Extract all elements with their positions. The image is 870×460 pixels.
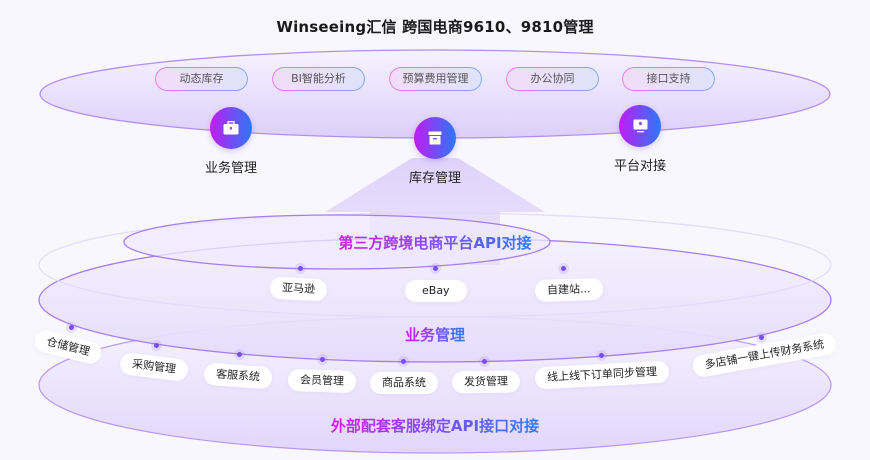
- connector-dot: [154, 343, 159, 348]
- connector-dot: [237, 352, 242, 357]
- archive-box-icon: [428, 131, 442, 145]
- platform-tag-ebay[interactable]: eBay: [405, 280, 467, 302]
- connector-dot: [433, 266, 438, 271]
- module-business-button[interactable]: [210, 107, 252, 149]
- connector-dot: [298, 266, 303, 271]
- module-business-label: 业务管理: [204, 161, 257, 176]
- connector-dot: [320, 357, 325, 362]
- platform-tag-self-built[interactable]: 自建站...: [534, 277, 603, 303]
- feature-pill-label: 动态库存: [179, 72, 224, 85]
- feature-pill-label: 接口支持: [646, 72, 691, 85]
- business-item-customer-service[interactable]: 客服系统: [203, 362, 273, 390]
- connector-dot: [69, 325, 74, 330]
- connector-dot: [759, 335, 764, 340]
- business-layer-title-text: 业务管理: [404, 326, 465, 344]
- feature-pill-office[interactable]: 办公协同: [506, 67, 599, 91]
- module-platform-button[interactable]: [619, 105, 661, 147]
- page-title: Winseeing汇信 跨国电商9610、9810管理: [276, 18, 594, 36]
- platform-layer-ellipse: [123, 214, 551, 270]
- module-platform-label: 平台对接: [613, 159, 666, 174]
- briefcase-icon: [223, 121, 239, 135]
- platform-layer-title: 第三方跨境电商平台API对接: [0, 232, 870, 253]
- business-item-membership[interactable]: 会员管理: [287, 368, 357, 394]
- connector-dot: [482, 359, 487, 364]
- feature-pill-interface[interactable]: 接口支持: [622, 67, 715, 91]
- business-layer-title: 业务管理: [0, 324, 870, 345]
- feature-pill-bi[interactable]: BI智能分析: [272, 67, 365, 91]
- platform-tag-amazon[interactable]: 亚马逊: [269, 276, 328, 302]
- monitor-icon: [633, 119, 647, 133]
- connector-dot: [599, 353, 604, 358]
- feature-pill-label: BI智能分析: [291, 72, 346, 85]
- module-inventory-label: 库存管理: [408, 171, 461, 186]
- connector-dot: [561, 266, 566, 271]
- feature-pill-label: 办公协同: [530, 72, 575, 85]
- business-item-shipping[interactable]: 发货管理: [451, 370, 521, 394]
- module-inventory-button[interactable]: [414, 117, 456, 159]
- connector-dot: [401, 359, 406, 364]
- feature-pill-label: 预算费用管理: [402, 72, 469, 85]
- feature-pill-inventory[interactable]: 动态库存: [155, 67, 248, 91]
- platform-layer-title-text: 第三方跨境电商平台API对接: [338, 234, 532, 252]
- feature-pill-budget[interactable]: 预算费用管理: [389, 67, 482, 91]
- external-layer-title: 外部配套客服绑定API接口对接: [0, 415, 870, 436]
- business-item-product[interactable]: 商品系统: [370, 372, 438, 394]
- external-layer-title-text: 外部配套客服绑定API接口对接: [330, 417, 540, 435]
